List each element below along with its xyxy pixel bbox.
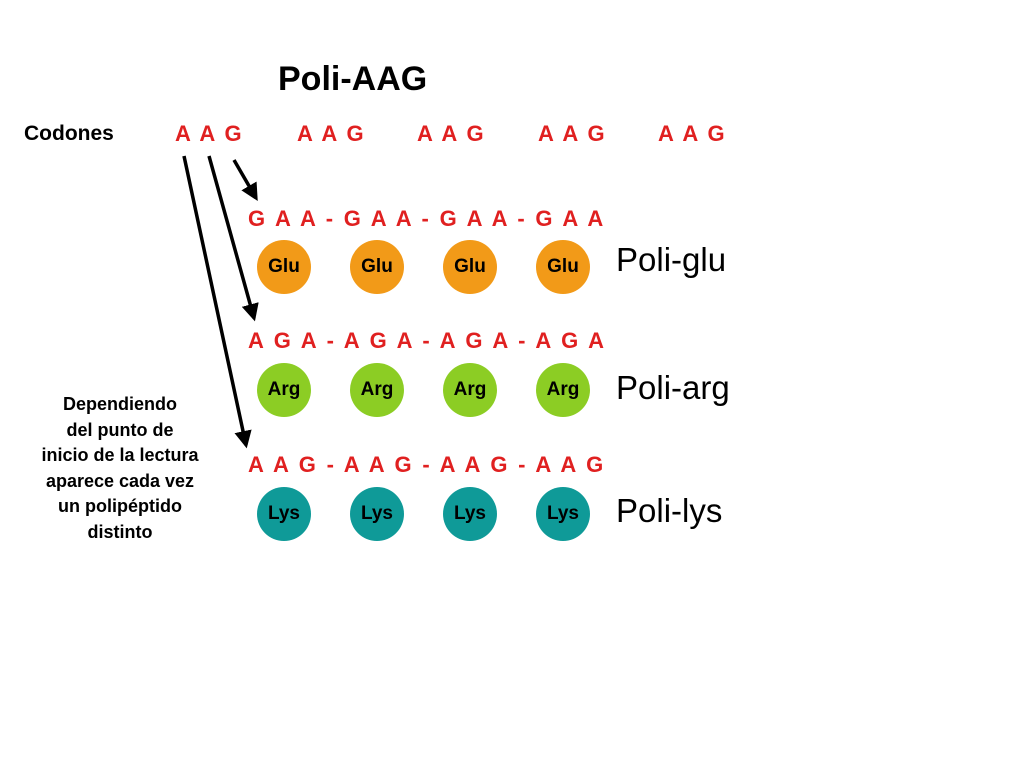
sequence-frame-3: A A G - A A G - A A G - A A G xyxy=(248,452,606,477)
note-line: distinto xyxy=(87,521,153,542)
amino-acid-glu: Glu xyxy=(350,240,404,294)
diagram-title: Poli-AAG xyxy=(278,60,428,98)
codones-label: Codones xyxy=(24,122,114,145)
amino-acid-arg: Arg xyxy=(443,363,497,417)
amino-acid-glu: Glu xyxy=(257,240,311,294)
amino-acid-glu: Glu xyxy=(536,240,590,294)
sequence-frame-1: G A A - G A A - G A A - G A A xyxy=(248,206,606,231)
polypeptide-label-arg: Poli-arg xyxy=(616,369,730,406)
amino-acid-arg: Arg xyxy=(257,363,311,417)
amino-acid-lys: Lys xyxy=(443,487,497,541)
amino-acid-lys: Lys xyxy=(257,487,311,541)
arrow-frame-1 xyxy=(232,159,258,202)
sequence-frame-2: A G A - A G A - A G A - A G A xyxy=(248,328,607,353)
note-line: Dependiendo xyxy=(62,394,177,414)
amino-acid-arg: Arg xyxy=(536,363,590,417)
codon-2: A A G xyxy=(297,121,366,146)
note-line: inicio de la lectura xyxy=(41,445,199,465)
note-line: del punto de xyxy=(66,419,174,440)
codon-4: A A G xyxy=(538,121,607,146)
amino-acid-arg: Arg xyxy=(350,363,404,417)
polypeptide-label-glu: Poli-glu xyxy=(616,241,727,278)
polypeptide-label-lys: Poli-lys xyxy=(616,492,723,529)
amino-acid-lys: Lys xyxy=(536,487,590,541)
note-line: aparece cada vez xyxy=(45,470,195,491)
arrow-frame-2 xyxy=(207,155,259,322)
explanatory-note: Dependiendo del punto de inicio de la le… xyxy=(18,392,222,545)
codon-1: A A G xyxy=(175,121,244,146)
arrow-frame-3 xyxy=(182,155,252,449)
note-line: un polipéptido xyxy=(58,496,182,516)
amino-acid-glu: Glu xyxy=(443,240,497,294)
codon-5: A A G xyxy=(658,121,727,146)
amino-acid-lys: Lys xyxy=(350,487,404,541)
codon-3: A A G xyxy=(417,121,486,146)
